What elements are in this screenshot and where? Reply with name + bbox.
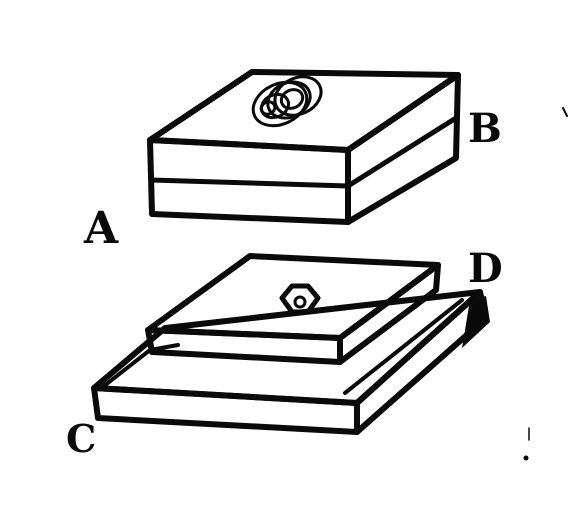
label-c: C (66, 416, 96, 461)
upper-block-layer-line (148, 115, 459, 189)
upper-block-side-face (345, 72, 461, 225)
label-b: B (468, 105, 502, 152)
label-a: A (83, 203, 119, 254)
base-slab-front-face (91, 385, 360, 435)
ink-specks (523, 107, 568, 461)
swirl-mark (251, 75, 323, 128)
label-d: D (468, 245, 503, 292)
lower-assembly (91, 253, 490, 435)
base-slab-shadow (462, 296, 490, 348)
raised-plate-side-face (337, 262, 441, 365)
hex-stud (279, 283, 321, 315)
upper-block (147, 69, 461, 225)
base-slab-rim-right (343, 298, 464, 395)
